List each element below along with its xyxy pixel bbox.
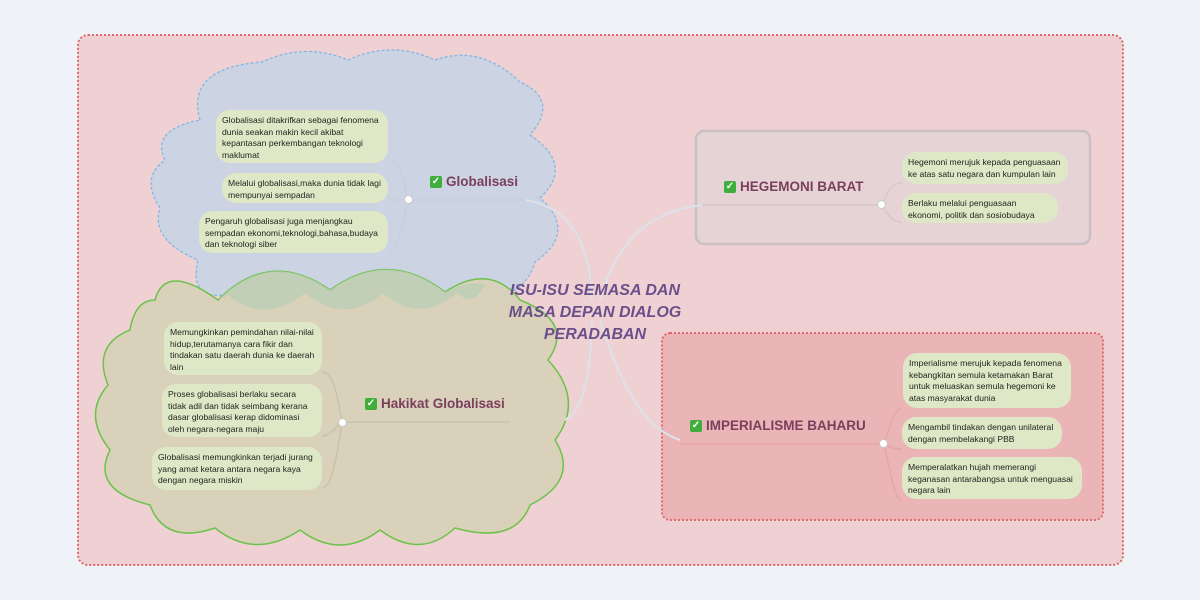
hakikat-branch-1 [321, 371, 343, 423]
imperialisme-branch-3 [883, 443, 903, 501]
globalisasi-connector-dot[interactable] [404, 195, 413, 204]
imperialisme-note-1[interactable]: Imperialisme merujuk kepada fenomena keb… [903, 353, 1071, 408]
topic-hegemoni-label: HEGEMONI BARAT [740, 179, 864, 194]
globalisasi-branch-1 [387, 161, 409, 201]
checkbox-icon: ✓ [724, 180, 736, 193]
topic-globalisasi-label: Globalisasi [446, 174, 519, 189]
hakikat-note-3[interactable]: Globalisasi memungkinkan terjadi jurang … [152, 447, 322, 490]
hegemoni-connector-dot[interactable] [877, 200, 886, 209]
connector-imperialisme [599, 319, 681, 441]
globalisasi-branch-3 [387, 199, 409, 253]
globalisasi-note-3[interactable]: Pengaruh globalisasi juga menjangkau sem… [199, 211, 388, 253]
topic-imperialisme[interactable]: ✓ IMPERIALISME BAHARU [690, 418, 866, 433]
globalisasi-note-2[interactable]: Melalui globalisasi,maka dunia tidak lag… [222, 173, 388, 203]
imperialisme-connector-dot[interactable] [879, 439, 888, 448]
hakikat-note-1[interactable]: Memungkinkan pemindahan nilai-nilai hidu… [164, 322, 322, 375]
globalisasi-note-1[interactable]: Globalisasi ditakrifkan sebagai fenomena… [216, 110, 388, 163]
topic-hegemoni[interactable]: ✓ HEGEMONI BARAT [724, 179, 864, 194]
topic-hakikat[interactable]: ✓ Hakikat Globalisasi [365, 396, 505, 411]
hegemoni-note-1[interactable]: Hegemoni merujuk kepada penguasaan ke at… [902, 152, 1068, 184]
imperialisme-note-3[interactable]: Memperalatkan hujah memerangi keganasan … [902, 457, 1082, 499]
topic-hakikat-label: Hakikat Globalisasi [381, 396, 505, 411]
topic-globalisasi[interactable]: ✓ Globalisasi [430, 174, 518, 189]
imperialisme-branch-1 [883, 407, 903, 445]
checkbox-icon: ✓ [365, 397, 377, 410]
central-topic[interactable]: ISU-ISU SEMASA DAN MASA DEPAN DIALOG PER… [508, 282, 682, 343]
hegemoni-note-2[interactable]: Berlaku melalui penguasaan ekonomi, poli… [902, 193, 1058, 223]
hakikat-branch-3 [321, 421, 343, 489]
hakikat-note-2[interactable]: Proses globalisasi berlaku secara tidak … [162, 384, 322, 437]
topic-imperialisme-label: IMPERIALISME BAHARU [706, 418, 866, 433]
imperialisme-note-2[interactable]: Mengambil tindakan dengan unilateral den… [902, 417, 1062, 449]
checkbox-icon: ✓ [430, 175, 442, 188]
checkbox-icon: ✓ [690, 419, 702, 432]
hakikat-connector-dot[interactable] [338, 418, 347, 427]
connector-globalisasi [524, 199, 593, 301]
connector-hakikat [564, 319, 593, 421]
hegemoni-branch-2 [881, 204, 903, 223]
connector-hegemoni [599, 204, 703, 301]
cloud-overlap [218, 269, 485, 310]
